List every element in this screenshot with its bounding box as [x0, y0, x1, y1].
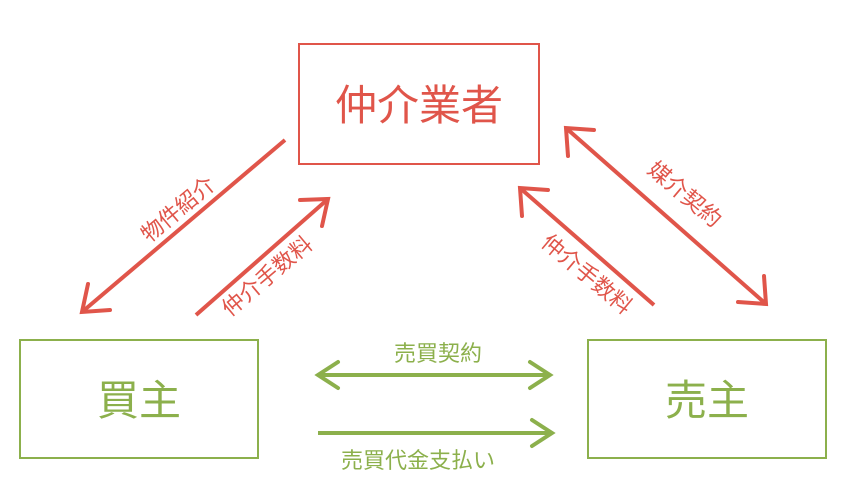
buyer-commission-arrow: 仲介手数料 — [194, 196, 331, 322]
purchase-payment-arrow: 売買代金支払い — [318, 418, 556, 474]
buyer-node: 買主 — [19, 339, 259, 459]
sales-contract-arrow: 売買契約 — [314, 342, 554, 390]
agent-label: 仲介業者 — [335, 81, 503, 130]
buyer-label: 買主 — [97, 376, 181, 425]
seller-commission-arrow: 仲介手数料 — [517, 185, 656, 320]
purchase-payment-label: 売買代金支払い — [341, 449, 495, 474]
seller-node: 売主 — [587, 339, 827, 459]
buyer-commission-label: 仲介手数料 — [218, 232, 318, 322]
agent-node: 仲介業者 — [298, 43, 540, 165]
seller-label: 売主 — [665, 376, 749, 425]
property-introduction-label: 物件紹介 — [137, 172, 220, 248]
brokerage-contract-label: 媒介契約 — [642, 157, 725, 233]
sales-contract-label: 売買契約 — [394, 342, 482, 367]
